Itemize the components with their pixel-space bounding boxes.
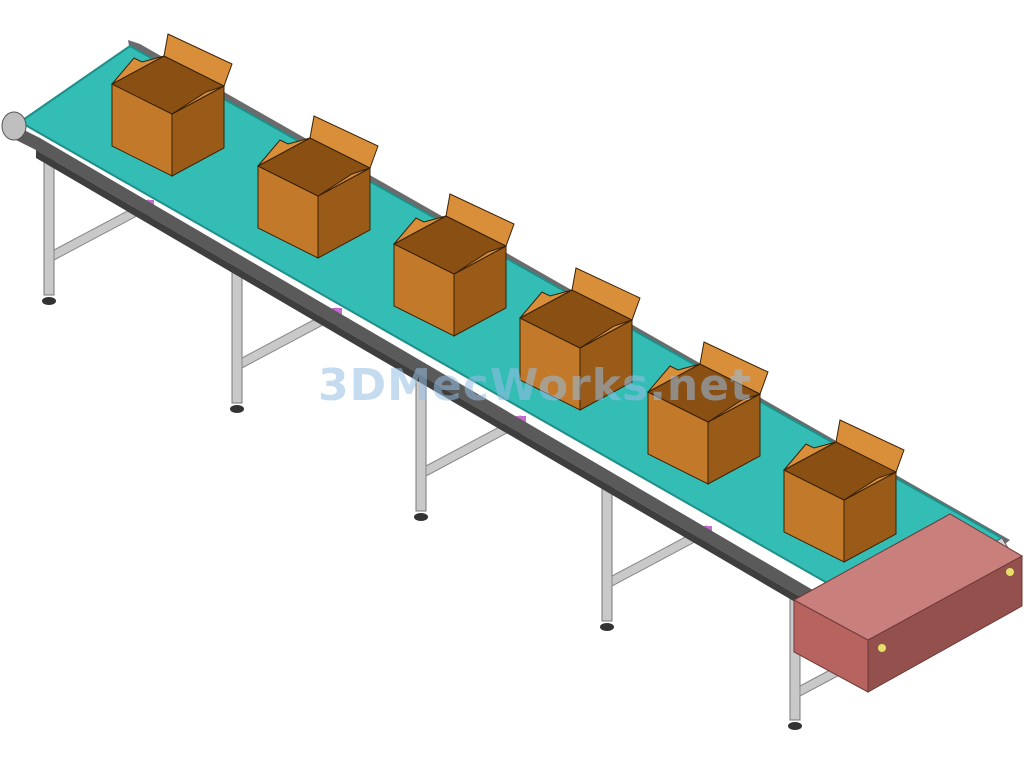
cardboard-boxes — [110, 33, 905, 563]
drive-motor-housing — [792, 513, 1024, 693]
cardboard-box — [256, 115, 379, 259]
cardboard-box — [646, 341, 769, 485]
frame-side-rail — [16, 128, 830, 612]
frame-bottom-rail — [36, 150, 826, 620]
tail-roller — [1, 111, 27, 141]
cardboard-box — [782, 419, 905, 563]
cardboard-box — [392, 193, 515, 337]
cardboard-box — [518, 267, 641, 411]
cardboard-box — [110, 33, 233, 177]
